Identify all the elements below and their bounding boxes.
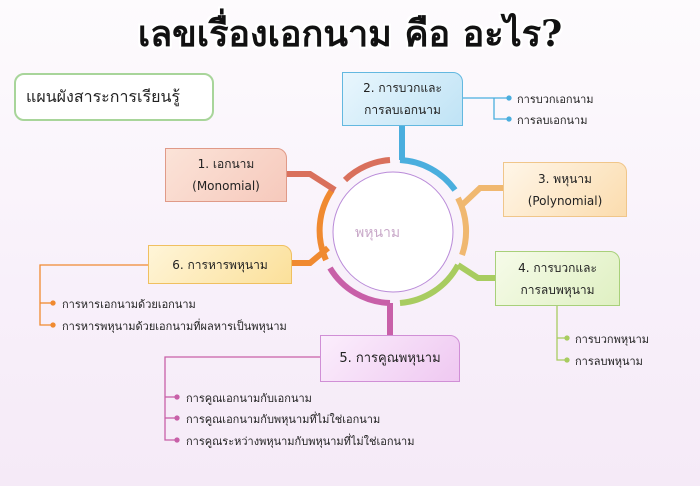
node-4: 4. การบวกและการลบพหุนาม (495, 251, 620, 306)
list-item: การลบเอกนาม (517, 114, 588, 127)
spoke-4 (456, 262, 495, 281)
node-4-line1: 4. การบวกและ (518, 260, 597, 275)
list-item: การบวกพหุนาม (575, 333, 650, 346)
node-3: 3. พหุนาม (Polynomial) (503, 162, 627, 217)
ring-arc-5 (327, 266, 391, 306)
node-3-line2: (Polynomial) (527, 193, 603, 208)
ring-arc-1 (342, 157, 391, 183)
branch-6 (39, 264, 148, 328)
node-1-line1: 1. เอกนาม (197, 157, 255, 171)
ring-arc-2 (399, 157, 458, 192)
node-2-line1: 2. การบวกและ (363, 81, 442, 95)
list-item: การบวกเอกนาม (517, 93, 594, 106)
branch-4 (556, 304, 570, 363)
branch-5 (164, 356, 320, 443)
list-item: การคูณเอกนามกับเอกนาม (186, 392, 312, 405)
node-2-line2: การลบเอกนาม (364, 103, 441, 117)
node-1-line2: (Monomial) (192, 179, 260, 193)
list-item: การลบพหุนาม (575, 355, 643, 368)
spoke-1 (285, 171, 337, 193)
center-circle (332, 171, 454, 293)
center-label: พหุนาม (355, 225, 401, 241)
node-4-line2: การลบพหุนาม (520, 282, 595, 297)
node-2: 2. การบวกและการลบเอกนาม (342, 72, 463, 126)
list-item: การคูณระหว่างพหุนามกับพหุนามที่ไม่ใช่เอก… (186, 435, 415, 448)
spoke-6 (290, 245, 330, 266)
title-box: แผนผังสาระการเรียนรู้ (14, 73, 214, 121)
title-text: แผนผังสาระการเรียนรู้ (26, 87, 180, 106)
list-item: การหารพหุนามด้วยเอกนามที่ผลหารเป็นพหุนาม (62, 320, 287, 333)
node-1: 1. เอกนาม (Monomial) (165, 148, 287, 202)
node-3-line1: 3. พหุนาม (538, 171, 592, 186)
node-6-line1: 6. การหารพหุนาม (172, 257, 268, 272)
overlay-title: เลขเรื่องเอกนาม คือ อะไร? (137, 13, 563, 55)
node-6: 6. การหารพหุนาม (148, 245, 292, 284)
list-item: การหารเอกนามด้วยเอกนาม (62, 298, 196, 311)
ring-arc-4 (399, 263, 461, 306)
ring-arc-3 (455, 196, 470, 256)
node-5-line1: 5. การคูณพหุนาม (339, 350, 441, 366)
node-5: 5. การคูณพหุนาม (320, 335, 460, 382)
list-item: การคูณเอกนามกับพหุนามที่ไม่ใช่เอกนาม (186, 413, 381, 426)
spoke-3 (459, 185, 503, 208)
branch-2 (461, 95, 512, 122)
